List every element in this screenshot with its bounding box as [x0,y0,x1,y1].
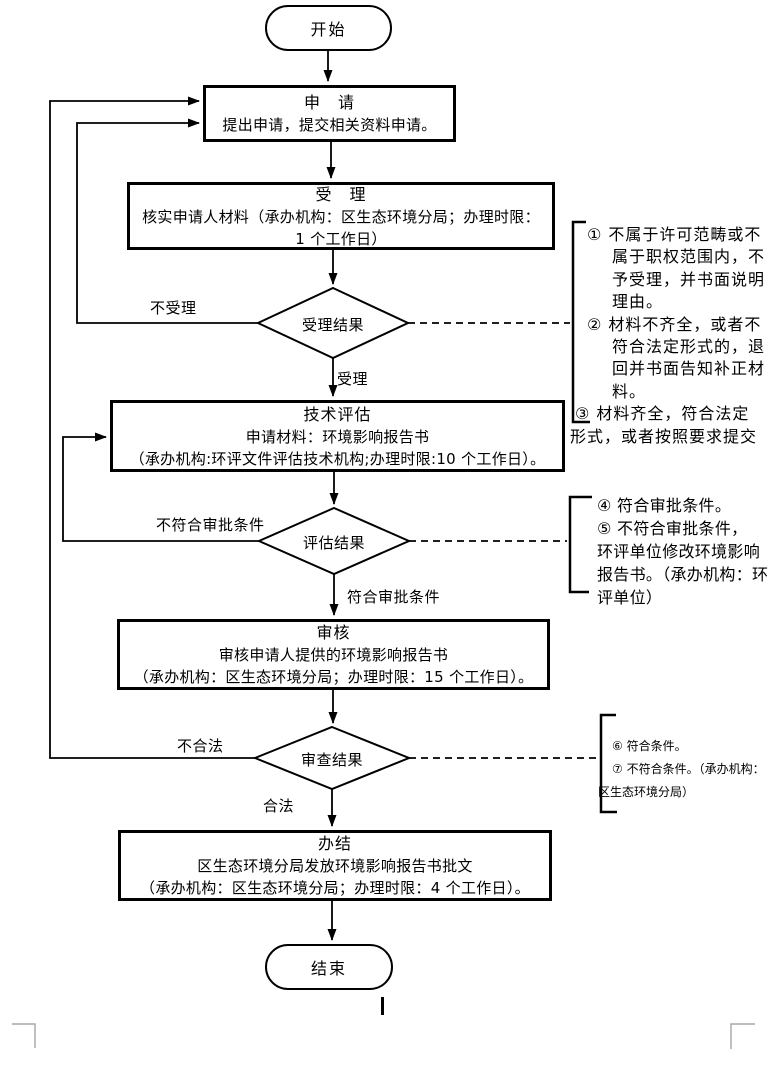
apply-line1: 提出申请，提交相关资料申请。 [222,116,437,134]
review-line2: （承办机构：区生态环境分局；办理时限：15 个工作日）。 [133,668,534,686]
accept-title: 受 理 [315,184,367,204]
evaluate-result-label: 评估结果 [302,534,365,552]
review-result-label: 审查结果 [300,751,363,769]
apply-title: 申 请 [303,93,355,112]
note1-line: 形式，或者按照要求提交 [570,426,758,446]
finish-line1: 区生态环境分局发放环境影响报告书批文 [197,857,473,875]
note2-line: ⑤ 不符合审批条件， [597,519,748,538]
note1-line: ② 材料不齐全，或者不 [587,314,762,334]
note1-line: 属于职权范围内，不 [612,247,766,267]
note1-line: 理由。 [612,292,664,312]
evaluate-line1: 申请材料：环境影响报告书 [245,427,430,446]
note2-line: 评单位） [597,588,663,607]
note3-line: ⑦ 不符合条件。（承办机构： [612,762,765,776]
review-result-no-label: 不合法 [177,737,224,755]
evaluate-title: 技术评估 [303,404,372,424]
evaluate-box[interactable]: 技术评估 申请材料：环境影响报告书 （承办机构:环评文件评估技术机构;办理时限:… [110,400,565,472]
text-cursor [381,997,384,1015]
accept-result-yes-label: 受理 [337,370,369,388]
note-evaluation-outcomes: ④ 符合审批条件。 ⑤ 不符合审批条件， 环评单位修改环境影响 报告书。（承办机… [597,494,768,609]
note2-line: ④ 符合审批条件。 [597,496,732,515]
note-review-outcomes: ⑥ 符合条件。 ⑦ 不符合条件。（承办机构： 区生态环境分局） [598,735,765,804]
note-acceptance-outcomes: ① 不属于许可范畴或不 属于职权范围内，不 予受理，并书面说明 理由。 ② 材料… [570,224,766,448]
accept-result-label: 受理结果 [301,316,364,334]
note1-line: 回并书面告知补正材 [612,359,766,379]
start-node[interactable]: 开始 [265,5,392,51]
note1-line: ① 不属于许可范畴或不 [587,225,762,244]
end-label: 结束 [310,959,347,978]
finish-line2: （承办机构：区生态环境分局；办理时限：4 个工作日）。 [140,879,530,897]
note2-line: 环评单位修改环境影响 [597,542,761,561]
margin-corner-bottom-left [12,1023,36,1048]
note1-line: 予受理，并书面说明 [612,269,766,289]
finish-box[interactable]: 办结 区生态环境分局发放环境影响报告书批文 （承办机构：区生态环境分局；办理时限… [118,830,552,901]
review-box[interactable]: 审核 审核申请人提供的环境影响报告书 （承办机构：区生态环境分局；办理时限：15… [117,619,550,690]
apply-box[interactable]: 申 请 提出申请，提交相关资料申请。 [203,85,456,142]
review-title: 审核 [316,623,351,642]
note1-line: 料。 [612,381,647,401]
evaluate-result-diamond[interactable] [256,506,412,576]
note1-line: 符合法定形式的，退 [612,337,766,357]
accept-line2: 1 个工作日） [295,229,387,248]
finish-title: 办结 [317,834,352,853]
note1-bracket [571,220,590,424]
loop-not-accepted-to-apply [76,118,258,324]
start-label: 开始 [310,20,347,39]
evaluate-result-yes-label: 符合审批条件 [347,588,441,606]
note1-line: ③ 材料齐全，符合法定 [575,404,750,424]
evaluate-result-no-label: 不符合审批条件 [156,516,265,534]
evaluate-line2: （承办机构:环评文件评估技术机构;办理时限:10 个工作日）。 [129,449,546,468]
note2-bracket [568,495,592,594]
loop-illegal-to-apply [49,96,255,759]
margin-corner-bottom-right [730,1023,755,1049]
note3-line: ⑥ 符合条件。 [612,739,687,753]
accept-line1: 核实申请人材料（承办机构：区生态环境分局；办理时限： [142,207,540,226]
accept-box[interactable]: 受 理 核实申请人材料（承办机构：区生态环境分局；办理时限： 1 个工作日） [127,182,555,250]
end-node[interactable]: 结束 [265,944,393,990]
accept-result-no-label: 不受理 [150,299,197,317]
loop-not-approved-to-evaluate [62,432,259,542]
review-result-yes-label: 合法 [263,797,295,815]
note3-bracket [599,713,617,814]
note2-line: 报告书。（承办机构：环 [597,565,769,584]
review-result-diamond[interactable] [252,725,412,791]
review-line1: 审核申请人提供的环境影响报告书 [218,646,449,664]
note3-line: 区生态环境分局） [598,785,695,799]
accept-result-diamond[interactable] [255,286,411,360]
